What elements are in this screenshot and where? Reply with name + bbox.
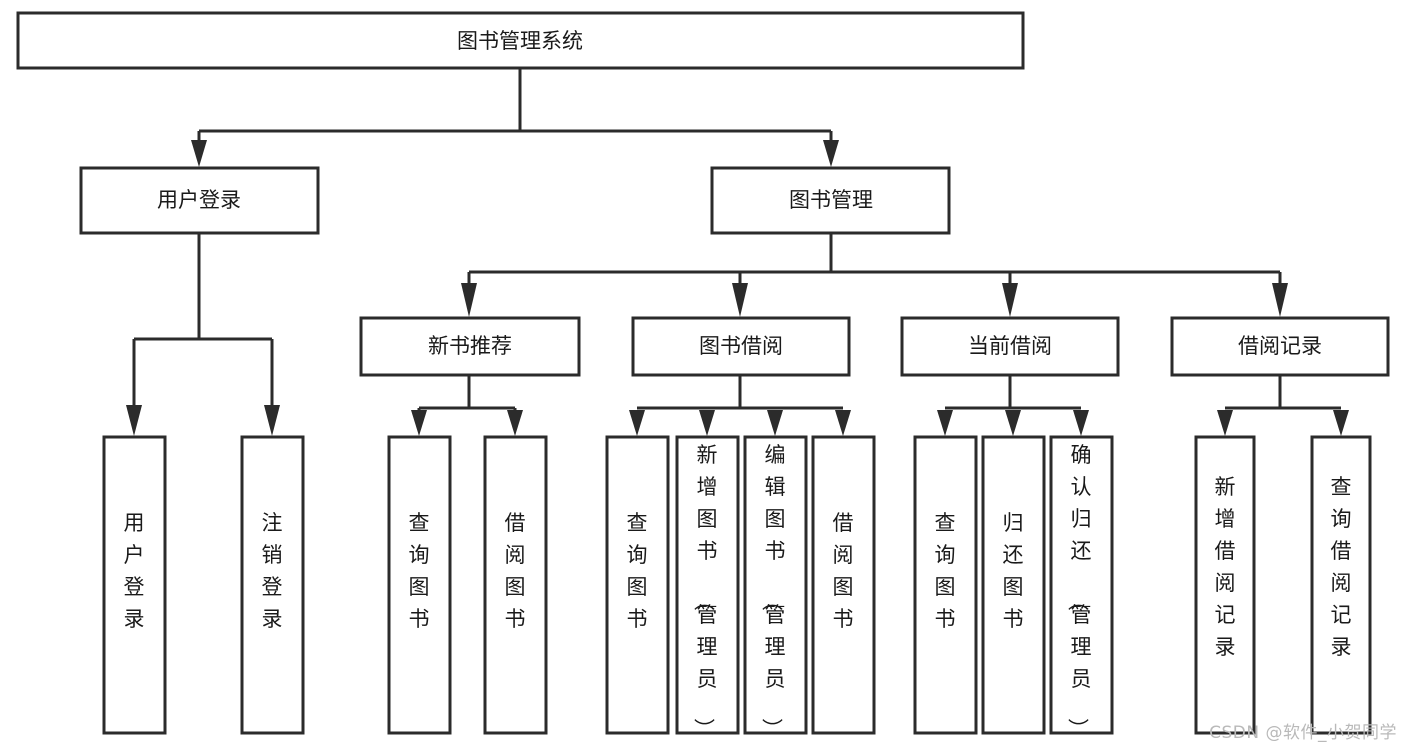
arrowhead-current-borrow [1002, 283, 1018, 317]
arrowhead-leaf-add-record [1217, 410, 1233, 436]
node-book-management-box[interactable] [710, 166, 951, 235]
node-leaf-borrow-book-2-label: 借阅图书 [833, 511, 854, 631]
arrowhead-leaf-edit-book [767, 410, 783, 436]
node-leaf-add-book-box[interactable] [675, 435, 740, 735]
arrowhead-new-book-recommend [461, 283, 477, 317]
node-book-borrow-label: 图书借阅 [699, 334, 783, 358]
node-leaf-confirm-return-box[interactable] [1049, 435, 1114, 735]
node-leaf-query-book-1[interactable]: 查询图书 [387, 435, 452, 735]
node-leaf-return-book-box[interactable] [981, 435, 1046, 735]
node-root-label: 图书管理系统 [457, 29, 583, 53]
node-leaf-confirm-return[interactable]: 确认归还（管理员） [1049, 435, 1114, 739]
arrowhead-user-login [191, 140, 207, 167]
node-leaf-query-book-2[interactable]: 查询图书 [605, 435, 670, 735]
arrowhead-leaf-borrow-book-2 [835, 410, 851, 436]
node-book-management[interactable]: 图书管理 [710, 166, 951, 235]
node-current-borrow-label: 当前借阅 [968, 334, 1052, 358]
node-leaf-borrow-book-1-label: 借阅图书 [505, 511, 526, 631]
connectors-borrow-record-to-leaves [1217, 375, 1349, 436]
node-leaf-query-book-1-box[interactable] [387, 435, 452, 735]
node-leaf-return-book-label: 归还图书 [1003, 511, 1024, 631]
connectors-level2-to-level3 [461, 233, 1288, 317]
node-leaf-borrow-book-2[interactable]: 借阅图书 [811, 435, 876, 735]
arrowhead-leaf-logout-login [264, 405, 280, 436]
node-leaf-query-book-3-label: 查询图书 [935, 511, 956, 631]
node-leaf-user-login-label: 用户登录 [124, 511, 145, 631]
node-user-login[interactable]: 用户登录 [79, 166, 320, 235]
node-leaf-user-login[interactable]: 用户登录 [102, 435, 167, 735]
node-book-borrow-box[interactable] [631, 316, 851, 377]
node-root[interactable]: 图书管理系统 [16, 11, 1025, 70]
node-leaf-borrow-book-1-box[interactable] [483, 435, 548, 735]
node-leaf-query-book-3-box[interactable] [913, 435, 978, 735]
csdn-watermark: CSDN @软件_小贺同学 [1209, 723, 1397, 743]
node-leaf-add-book[interactable]: 新增图书（管理员） [675, 435, 740, 739]
node-borrow-record-box[interactable] [1170, 316, 1390, 377]
node-book-borrow[interactable]: 图书借阅 [631, 316, 851, 377]
node-leaf-borrow-book-1[interactable]: 借阅图书 [483, 435, 548, 735]
node-leaf-query-record-label: 查询借阅记录 [1331, 475, 1352, 659]
node-leaf-edit-book-box[interactable] [743, 435, 808, 735]
node-current-borrow[interactable]: 当前借阅 [900, 316, 1120, 377]
arrowhead-book-borrow [732, 283, 748, 317]
node-root-box[interactable] [16, 11, 1025, 70]
arrowhead-leaf-query-book-1 [411, 410, 427, 436]
connectors-current-borrow-to-leaves [937, 375, 1089, 436]
connectors-book-borrow-to-leaves [629, 375, 851, 436]
node-borrow-record-label: 借阅记录 [1238, 334, 1322, 358]
connectors-user-login-to-leaves [126, 233, 280, 436]
arrowhead-leaf-query-book-3 [937, 410, 953, 436]
node-leaf-logout-login[interactable]: 注销登录 [240, 435, 305, 735]
node-leaf-add-record-label: 新增借阅记录 [1215, 475, 1236, 659]
connectors-root-to-level2 [191, 68, 839, 167]
node-leaf-logout-login-box[interactable] [240, 435, 305, 735]
arrowhead-borrow-record [1272, 283, 1288, 317]
node-leaf-return-book[interactable]: 归还图书 [981, 435, 1046, 735]
node-leaf-add-record-box[interactable] [1194, 435, 1256, 735]
node-new-book-recommend[interactable]: 新书推荐 [359, 316, 581, 377]
node-leaf-query-book-3[interactable]: 查询图书 [913, 435, 978, 735]
arrowhead-leaf-query-book-2 [629, 410, 645, 436]
node-leaf-add-book-label: 新增图书（管理员） [692, 443, 718, 739]
node-leaf-query-record-box[interactable] [1310, 435, 1372, 735]
arrowhead-leaf-query-record [1333, 410, 1349, 436]
node-leaf-user-login-box[interactable] [102, 435, 167, 735]
node-leaf-query-book-2-label: 查询图书 [627, 511, 648, 631]
node-leaf-logout-login-label: 注销登录 [262, 511, 283, 631]
node-leaf-query-record[interactable]: 查询借阅记录 [1310, 435, 1372, 735]
node-book-management-label: 图书管理 [789, 188, 873, 212]
arrowhead-leaf-add-book [699, 410, 715, 436]
arrowhead-leaf-return-book [1005, 410, 1021, 436]
node-current-borrow-box[interactable] [900, 316, 1120, 377]
node-new-book-recommend-label: 新书推荐 [428, 334, 512, 358]
node-leaf-edit-book-label: 编辑图书（管理员） [760, 443, 786, 739]
node-user-login-box[interactable] [79, 166, 320, 235]
arrowhead-leaf-borrow-book-1 [507, 410, 523, 436]
node-borrow-record[interactable]: 借阅记录 [1170, 316, 1390, 377]
arrowhead-book-management [823, 140, 839, 167]
node-leaf-query-book-1-label: 查询图书 [409, 511, 430, 631]
node-leaf-confirm-return-label: 确认归还（管理员） [1066, 443, 1092, 739]
node-leaf-query-book-2-box[interactable] [605, 435, 670, 735]
node-new-book-recommend-box[interactable] [359, 316, 581, 377]
node-user-login-label: 用户登录 [157, 188, 241, 212]
connectors-new-book-to-leaves [411, 375, 523, 436]
arrowhead-leaf-confirm-return [1073, 410, 1089, 436]
node-leaf-add-record[interactable]: 新增借阅记录 [1194, 435, 1256, 735]
node-leaf-edit-book[interactable]: 编辑图书（管理员） [743, 435, 808, 739]
node-leaf-borrow-book-2-box[interactable] [811, 435, 876, 735]
arrowhead-leaf-user-login [126, 405, 142, 436]
